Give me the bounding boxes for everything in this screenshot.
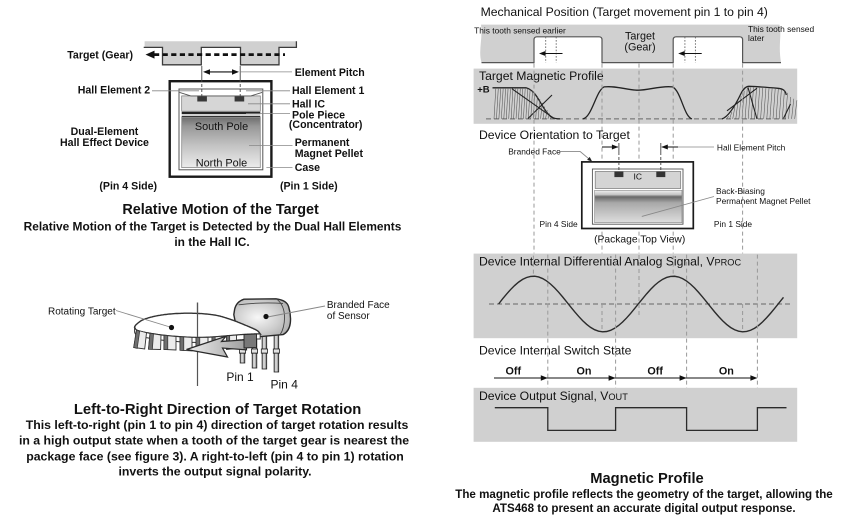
svg-text:(Package Top View): (Package Top View) <box>594 234 685 245</box>
svg-text:Back-Biasing: Back-Biasing <box>716 186 765 196</box>
svg-text:Dual-Element: Dual-Element <box>71 126 139 138</box>
svg-text:Pin 4: Pin 4 <box>271 378 299 392</box>
svg-text:Target Magnetic Profile: Target Magnetic Profile <box>479 69 604 83</box>
svg-text:Mechanical Position (Target mo: Mechanical Position (Target movement pin… <box>481 5 768 19</box>
svg-text:Permanent Magnet Pellet: Permanent Magnet Pellet <box>716 196 811 206</box>
svg-text:in the Hall IC.: in the Hall IC. <box>174 235 249 249</box>
svg-text:ATS468 to present an accurate: ATS468 to present an accurate digital ou… <box>492 502 795 515</box>
svg-text:later: later <box>748 33 765 43</box>
svg-text:Hall Element 2: Hall Element 2 <box>78 85 151 97</box>
svg-text:North Pole: North Pole <box>196 157 247 169</box>
svg-text:in a high output state when a: in a high output state when a tooth of t… <box>19 434 409 448</box>
svg-text:Branded Face: Branded Face <box>327 300 390 311</box>
svg-text:+B: +B <box>477 84 490 95</box>
svg-text:Permanent: Permanent <box>295 137 350 149</box>
svg-text:Magnetic Profile: Magnetic Profile <box>590 471 703 487</box>
svg-text:Relative Motion of the Target: Relative Motion of the Target is Detecte… <box>24 220 402 234</box>
svg-text:Hall Element 1: Hall Element 1 <box>292 85 365 97</box>
svg-text:This tooth sensed: This tooth sensed <box>748 24 814 34</box>
svg-text:Device Orientation to Target: Device Orientation to Target <box>479 128 630 142</box>
svg-text:Left-to-Right Direction of Tar: Left-to-Right Direction of Target Rotati… <box>74 402 361 418</box>
svg-text:The magnetic profile reflects: The magnetic profile reflects the geomet… <box>455 488 833 501</box>
svg-text:(Pin 4 Side): (Pin 4 Side) <box>99 181 157 193</box>
svg-text:This left-to-right (pin 1 to p: This left-to-right (pin 1 to pin 4) dire… <box>26 418 409 432</box>
svg-text:Device Internal Switch State: Device Internal Switch State <box>479 343 632 357</box>
svg-text:Pole Piece: Pole Piece <box>292 109 345 121</box>
svg-text:Magnet Pellet: Magnet Pellet <box>295 148 364 160</box>
svg-text:Pin 1 Side: Pin 1 Side <box>714 219 753 229</box>
svg-text:of Sensor: of Sensor <box>327 311 370 322</box>
svg-text:package face (see figure 3). A: package face (see figure 3). A right-to-… <box>26 449 404 463</box>
svg-text:Element Pitch: Element Pitch <box>295 67 365 79</box>
svg-text:Rotating Target: Rotating Target <box>48 306 116 317</box>
svg-text:Device Internal Differential A: Device Internal Differential Analog Sign… <box>479 255 741 269</box>
svg-text:inverts the output signal pola: inverts the output signal polarity. <box>118 464 311 478</box>
svg-text:On: On <box>577 365 592 377</box>
svg-text:Relative Motion of the Target: Relative Motion of the Target <box>122 202 319 218</box>
svg-text:This tooth sensed earlier: This tooth sensed earlier <box>474 25 566 35</box>
svg-text:Hall Effect Device: Hall Effect Device <box>60 137 149 149</box>
svg-text:Target (Gear): Target (Gear) <box>67 50 133 62</box>
svg-text:Device Output Signal, VOUT: Device Output Signal, VOUT <box>479 389 628 403</box>
svg-text:Hall IC: Hall IC <box>292 99 325 111</box>
svg-text:On: On <box>719 365 734 377</box>
svg-text:(Concentrator): (Concentrator) <box>289 119 363 131</box>
svg-text:Target: Target <box>625 31 655 43</box>
svg-text:Off: Off <box>506 365 522 377</box>
svg-text:(Pin 1 Side): (Pin 1 Side) <box>280 181 338 193</box>
svg-text:Case: Case <box>295 162 320 174</box>
svg-text:Branded Face: Branded Face <box>508 147 561 157</box>
svg-text:Off: Off <box>647 365 663 377</box>
svg-text:Hall Element Pitch: Hall Element Pitch <box>717 143 786 153</box>
svg-text:Pin 4 Side: Pin 4 Side <box>540 219 579 229</box>
svg-text:Pin 1: Pin 1 <box>226 370 254 384</box>
svg-text:IC: IC <box>634 171 643 181</box>
svg-text:(Gear): (Gear) <box>624 42 655 54</box>
svg-text:South Pole: South Pole <box>195 121 248 133</box>
